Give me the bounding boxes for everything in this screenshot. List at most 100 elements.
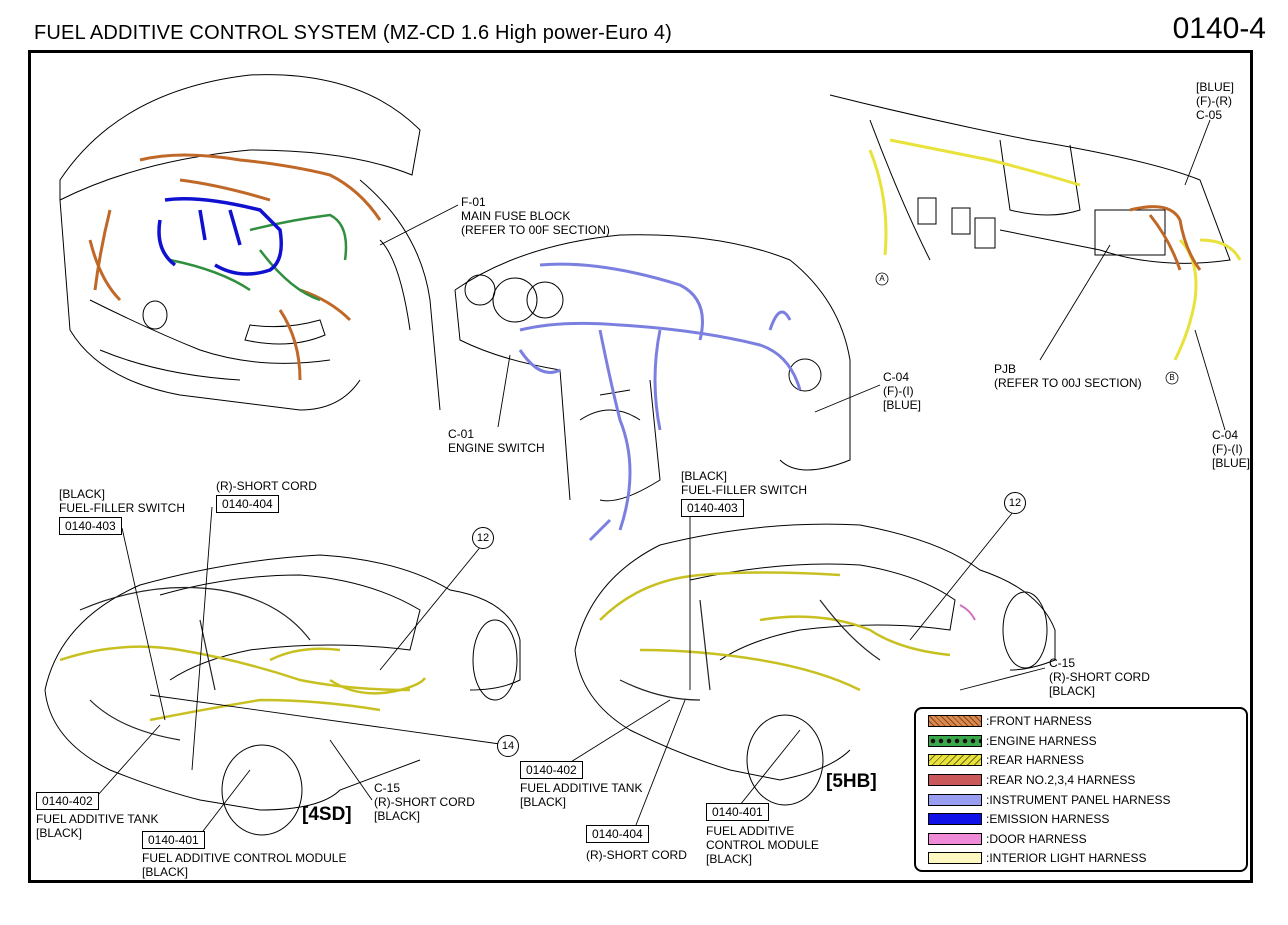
legend-item-instrument-panel: :INSTRUMENT PANEL HARNESS bbox=[928, 792, 1170, 808]
swatch-rear bbox=[928, 754, 982, 766]
engine-bay-view bbox=[59, 74, 441, 411]
legend-item-door: :DOOR HARNESS bbox=[928, 831, 1087, 847]
hatchback-rear-harness bbox=[599, 571, 951, 692]
label-c05: [BLUE] (F)-(R) C-05 bbox=[1196, 80, 1234, 122]
label-line: C-01 bbox=[448, 427, 475, 441]
ref-hb-module[interactable]: 0140-401 bbox=[706, 803, 769, 821]
variant-sedan-label: [4SD] bbox=[302, 804, 352, 825]
label-main-fuse-block: F-01 MAIN FUSE BLOCK (REFER TO 00F SECTI… bbox=[461, 195, 610, 237]
connector-b-marker: B bbox=[1169, 373, 1175, 382]
ref-hb-short-cord[interactable]: 0140-404 bbox=[586, 825, 649, 843]
dash-right-view bbox=[829, 94, 1231, 264]
label-line: (R)-SHORT CORD bbox=[374, 795, 475, 809]
label-line: [BLUE] bbox=[883, 398, 922, 412]
legend-label: :REAR HARNESS bbox=[986, 753, 1085, 767]
label-line: (REFER TO 00F SECTION) bbox=[461, 223, 610, 237]
legend-label: :ENGINE HARNESS bbox=[986, 734, 1097, 748]
label-pjb: PJB (REFER TO 00J SECTION) bbox=[994, 362, 1142, 390]
label-line: [BLUE] bbox=[1212, 456, 1251, 470]
label-line: FUEL ADDITIVE TANK bbox=[36, 812, 159, 826]
legend-item-engine: :ENGINE HARNESS bbox=[928, 733, 1097, 749]
label-line: [BLACK] bbox=[706, 852, 753, 866]
label-line: F-01 bbox=[461, 195, 486, 209]
ref-sd-module[interactable]: 0140-401 bbox=[142, 831, 205, 849]
ref-sd-short-cord[interactable]: 0140-404 bbox=[216, 495, 279, 513]
instrument-panel-harness-wires bbox=[518, 262, 802, 542]
hatchback-wiring-thin bbox=[619, 599, 881, 701]
ref-sd-filler-switch[interactable]: 0140-403 bbox=[59, 517, 122, 535]
swatch-emission bbox=[928, 813, 982, 825]
legend-label: :REAR NO.2,3,4 HARNESS bbox=[986, 773, 1136, 787]
label-engine-switch: C-01 ENGINE SWITCH bbox=[448, 427, 545, 455]
label-line: C-04 bbox=[1212, 428, 1239, 442]
ref-hb-filler-switch[interactable]: 0140-403 bbox=[681, 499, 744, 517]
swatch-door bbox=[928, 833, 982, 845]
legend-label: :INTERIOR LIGHT HARNESS bbox=[986, 851, 1147, 865]
label-line: C-04 bbox=[883, 370, 910, 384]
front-harness-wires-dash bbox=[1129, 205, 1202, 271]
label-line: FUEL-FILLER SWITCH bbox=[681, 483, 808, 497]
label-line: (REFER TO 00J SECTION) bbox=[994, 376, 1142, 390]
label-line: [BLACK] bbox=[1049, 684, 1096, 698]
label-line: FUEL ADDITIVE bbox=[706, 824, 795, 838]
label-line: [BLUE] bbox=[1196, 80, 1235, 94]
label-line: [BLACK] bbox=[59, 487, 106, 501]
page-title: FUEL ADDITIVE CONTROL SYSTEM (MZ-CD 1.6 … bbox=[34, 22, 673, 44]
legend-label: :DOOR HARNESS bbox=[986, 832, 1087, 846]
page-number: 0140-4 bbox=[1172, 12, 1266, 45]
label-line: C-15 bbox=[374, 781, 401, 795]
label-hb-filler-switch: [BLACK] FUEL-FILLER SWITCH bbox=[681, 469, 807, 497]
engine-harness-wires bbox=[169, 213, 348, 302]
label-hb-module: FUEL ADDITIVE CONTROL MODULE [BLACK] bbox=[706, 824, 819, 866]
swatch-engine bbox=[928, 735, 982, 747]
label-line: (F)-(I) bbox=[883, 384, 914, 398]
label-sd-c15: C-15 (R)-SHORT CORD [BLACK] bbox=[374, 781, 475, 823]
label-line: [BLACK] bbox=[36, 826, 83, 840]
emission-harness-wires bbox=[157, 197, 283, 276]
legend-item-rear: :REAR HARNESS bbox=[928, 752, 1084, 768]
label-line: (F)-(I) bbox=[1212, 442, 1243, 456]
swatch-front bbox=[928, 715, 982, 727]
label-c04-right: C-04 (F)-(I) [BLUE] bbox=[1212, 428, 1250, 470]
label-sd-filler-switch: [BLACK] FUEL-FILLER SWITCH bbox=[59, 487, 185, 515]
ref-hb-tank[interactable]: 0140-402 bbox=[520, 761, 583, 779]
label-line: FUEL ADDITIVE CONTROL MODULE bbox=[142, 851, 347, 865]
label-line: C-15 bbox=[1049, 656, 1076, 670]
label-sd-module: FUEL ADDITIVE CONTROL MODULE [BLACK] bbox=[142, 851, 346, 879]
legend-item-front: :FRONT HARNESS bbox=[928, 713, 1092, 729]
label-hb-tank: FUEL ADDITIVE TANK [BLACK] bbox=[520, 781, 642, 809]
sedan-wiring-thin bbox=[79, 586, 311, 741]
swatch-interior-light bbox=[928, 852, 982, 864]
label-line: PJB bbox=[994, 362, 1017, 376]
variant-hatchback-label: [5HB] bbox=[826, 771, 877, 792]
dash-connector-markers bbox=[875, 272, 1179, 385]
instrument-panel-view bbox=[454, 234, 851, 502]
diagram-frame bbox=[28, 50, 1253, 883]
swatch-instrument-panel bbox=[928, 794, 982, 806]
hatchback-body bbox=[574, 523, 1056, 806]
harness-legend: :FRONT HARNESS :ENGINE HARNESS :REAR HAR… bbox=[914, 707, 1248, 872]
ref-sd-tank[interactable]: 0140-402 bbox=[36, 792, 99, 810]
legend-label: :INSTRUMENT PANEL HARNESS bbox=[986, 793, 1171, 807]
legend-item-emission: :EMISSION HARNESS bbox=[928, 811, 1109, 827]
label-hb-c15: C-15 (R)-SHORT CORD [BLACK] bbox=[1049, 656, 1150, 698]
connector-a-marker: A bbox=[879, 274, 885, 283]
label-line: FUEL ADDITIVE TANK bbox=[520, 781, 643, 795]
callout-14-sedan: 14 bbox=[497, 735, 519, 757]
label-hb-short-cord: (R)-SHORT CORD bbox=[586, 848, 687, 862]
label-line: C-05 bbox=[1196, 108, 1223, 122]
label-line: [BLACK] bbox=[681, 469, 728, 483]
label-line: FUEL-FILLER SWITCH bbox=[59, 501, 186, 515]
label-line: (R)-SHORT CORD bbox=[1049, 670, 1150, 684]
label-line: (F)-(R) bbox=[1196, 94, 1232, 108]
label-line: ENGINE SWITCH bbox=[448, 441, 545, 455]
callout-12-hatchback: 12 bbox=[1004, 492, 1026, 514]
sedan-body bbox=[44, 554, 521, 836]
hatchback-door-harness bbox=[959, 604, 976, 621]
label-sd-tank: FUEL ADDITIVE TANK [BLACK] bbox=[36, 812, 158, 840]
legend-label: :EMISSION HARNESS bbox=[986, 812, 1110, 826]
legend-item-interior-light: :INTERIOR LIGHT HARNESS bbox=[928, 850, 1146, 866]
sedan-rear-harness bbox=[59, 645, 427, 722]
label-sd-short-cord: (R)-SHORT CORD bbox=[216, 479, 317, 493]
